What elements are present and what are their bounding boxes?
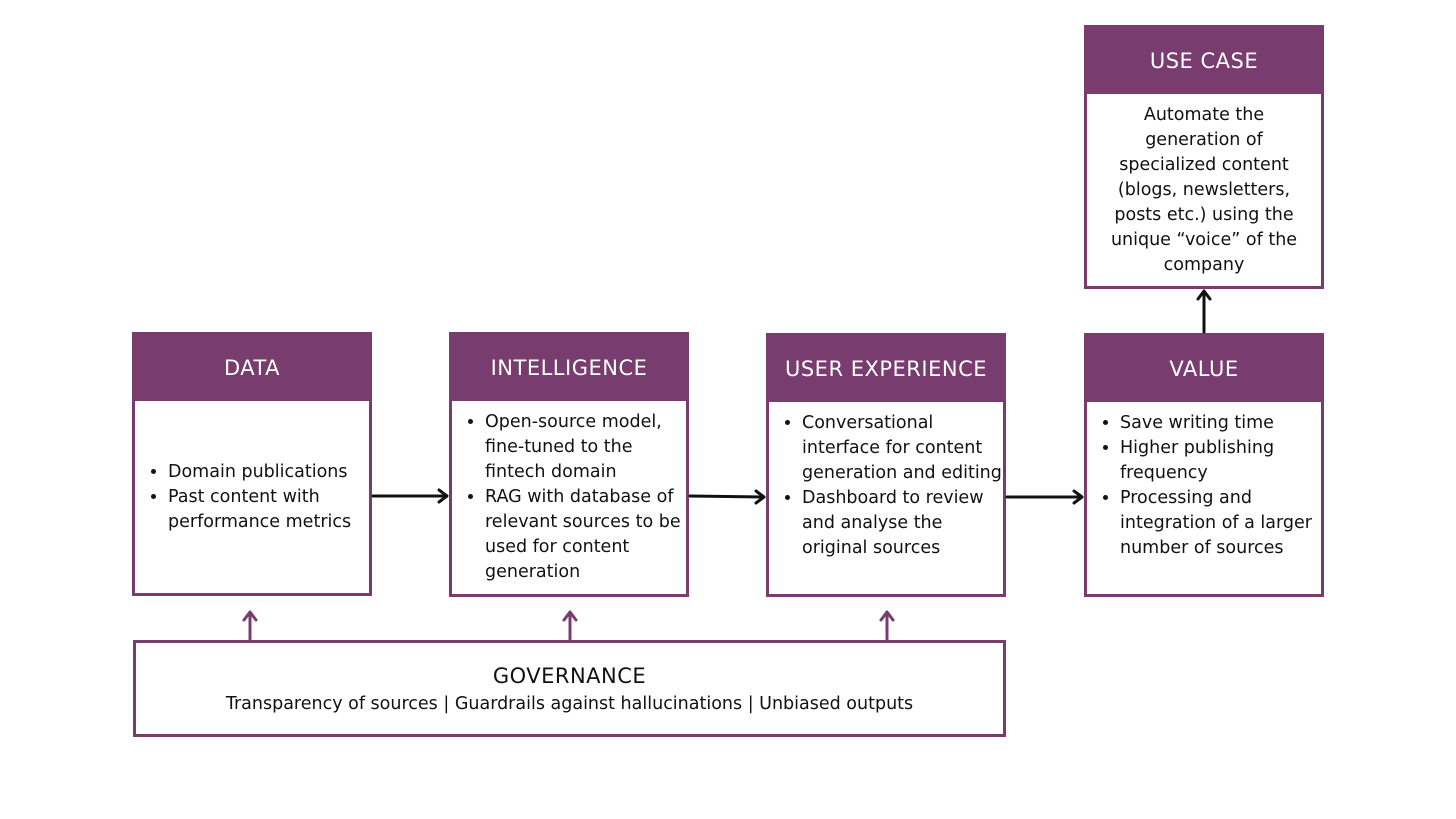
data-box-title: DATA (135, 335, 369, 401)
use-case-box-title: USE CASE (1087, 28, 1321, 94)
data-box: DATA Domain publications Past content wi… (132, 332, 372, 596)
list-item: Past content with performance metrics (168, 485, 369, 535)
arrow-user-experience-to-value (1005, 489, 1084, 505)
arrow-data-to-intelligence (371, 488, 449, 504)
value-box-title: VALUE (1087, 336, 1321, 402)
governance-title: GOVERNANCE (492, 664, 647, 688)
arrow-governance-to-intelligence (562, 610, 578, 641)
user-experience-box: USER EXPERIENCE Conversational interface… (766, 333, 1006, 597)
use-case-box: USE CASE Automate the generation of spec… (1084, 25, 1324, 289)
user-experience-box-title: USER EXPERIENCE (769, 336, 1003, 402)
list-item: Higher publishing frequency (1120, 436, 1321, 486)
arrow-governance-to-user-experience (879, 610, 895, 641)
list-item: Open-source model, fine-tuned to the fin… (485, 410, 686, 485)
list-item: Save writing time (1120, 411, 1321, 436)
value-box: VALUE Save writing time Higher publishin… (1084, 333, 1324, 597)
data-box-list: Domain publications Past content with pe… (135, 460, 369, 535)
use-case-text: Automate the generation of specialized c… (1110, 105, 1298, 275)
list-item: Processing and integration of a larger n… (1120, 486, 1321, 561)
list-item: Conversational interface for content gen… (802, 411, 1003, 486)
arrow-intelligence-to-user-experience (688, 489, 766, 505)
user-experience-box-list: Conversational interface for content gen… (769, 411, 1003, 561)
list-item: Dashboard to review and analyse the orig… (802, 486, 1003, 561)
list-item: RAG with database of relevant sources to… (485, 485, 686, 585)
list-item: Domain publications (168, 460, 369, 485)
intelligence-box: INTELLIGENCE Open-source model, fine-tun… (449, 332, 689, 597)
intelligence-box-list: Open-source model, fine-tuned to the fin… (452, 410, 686, 585)
governance-box: GOVERNANCE Transparency of sources | Gua… (133, 640, 1006, 737)
arrow-governance-to-data (242, 610, 258, 641)
intelligence-box-title: INTELLIGENCE (452, 335, 686, 401)
arrow-value-to-use-case (1196, 289, 1212, 334)
value-box-list: Save writing time Higher publishing freq… (1087, 411, 1321, 561)
governance-subtitle: Transparency of sources | Guardrails aga… (225, 694, 914, 714)
